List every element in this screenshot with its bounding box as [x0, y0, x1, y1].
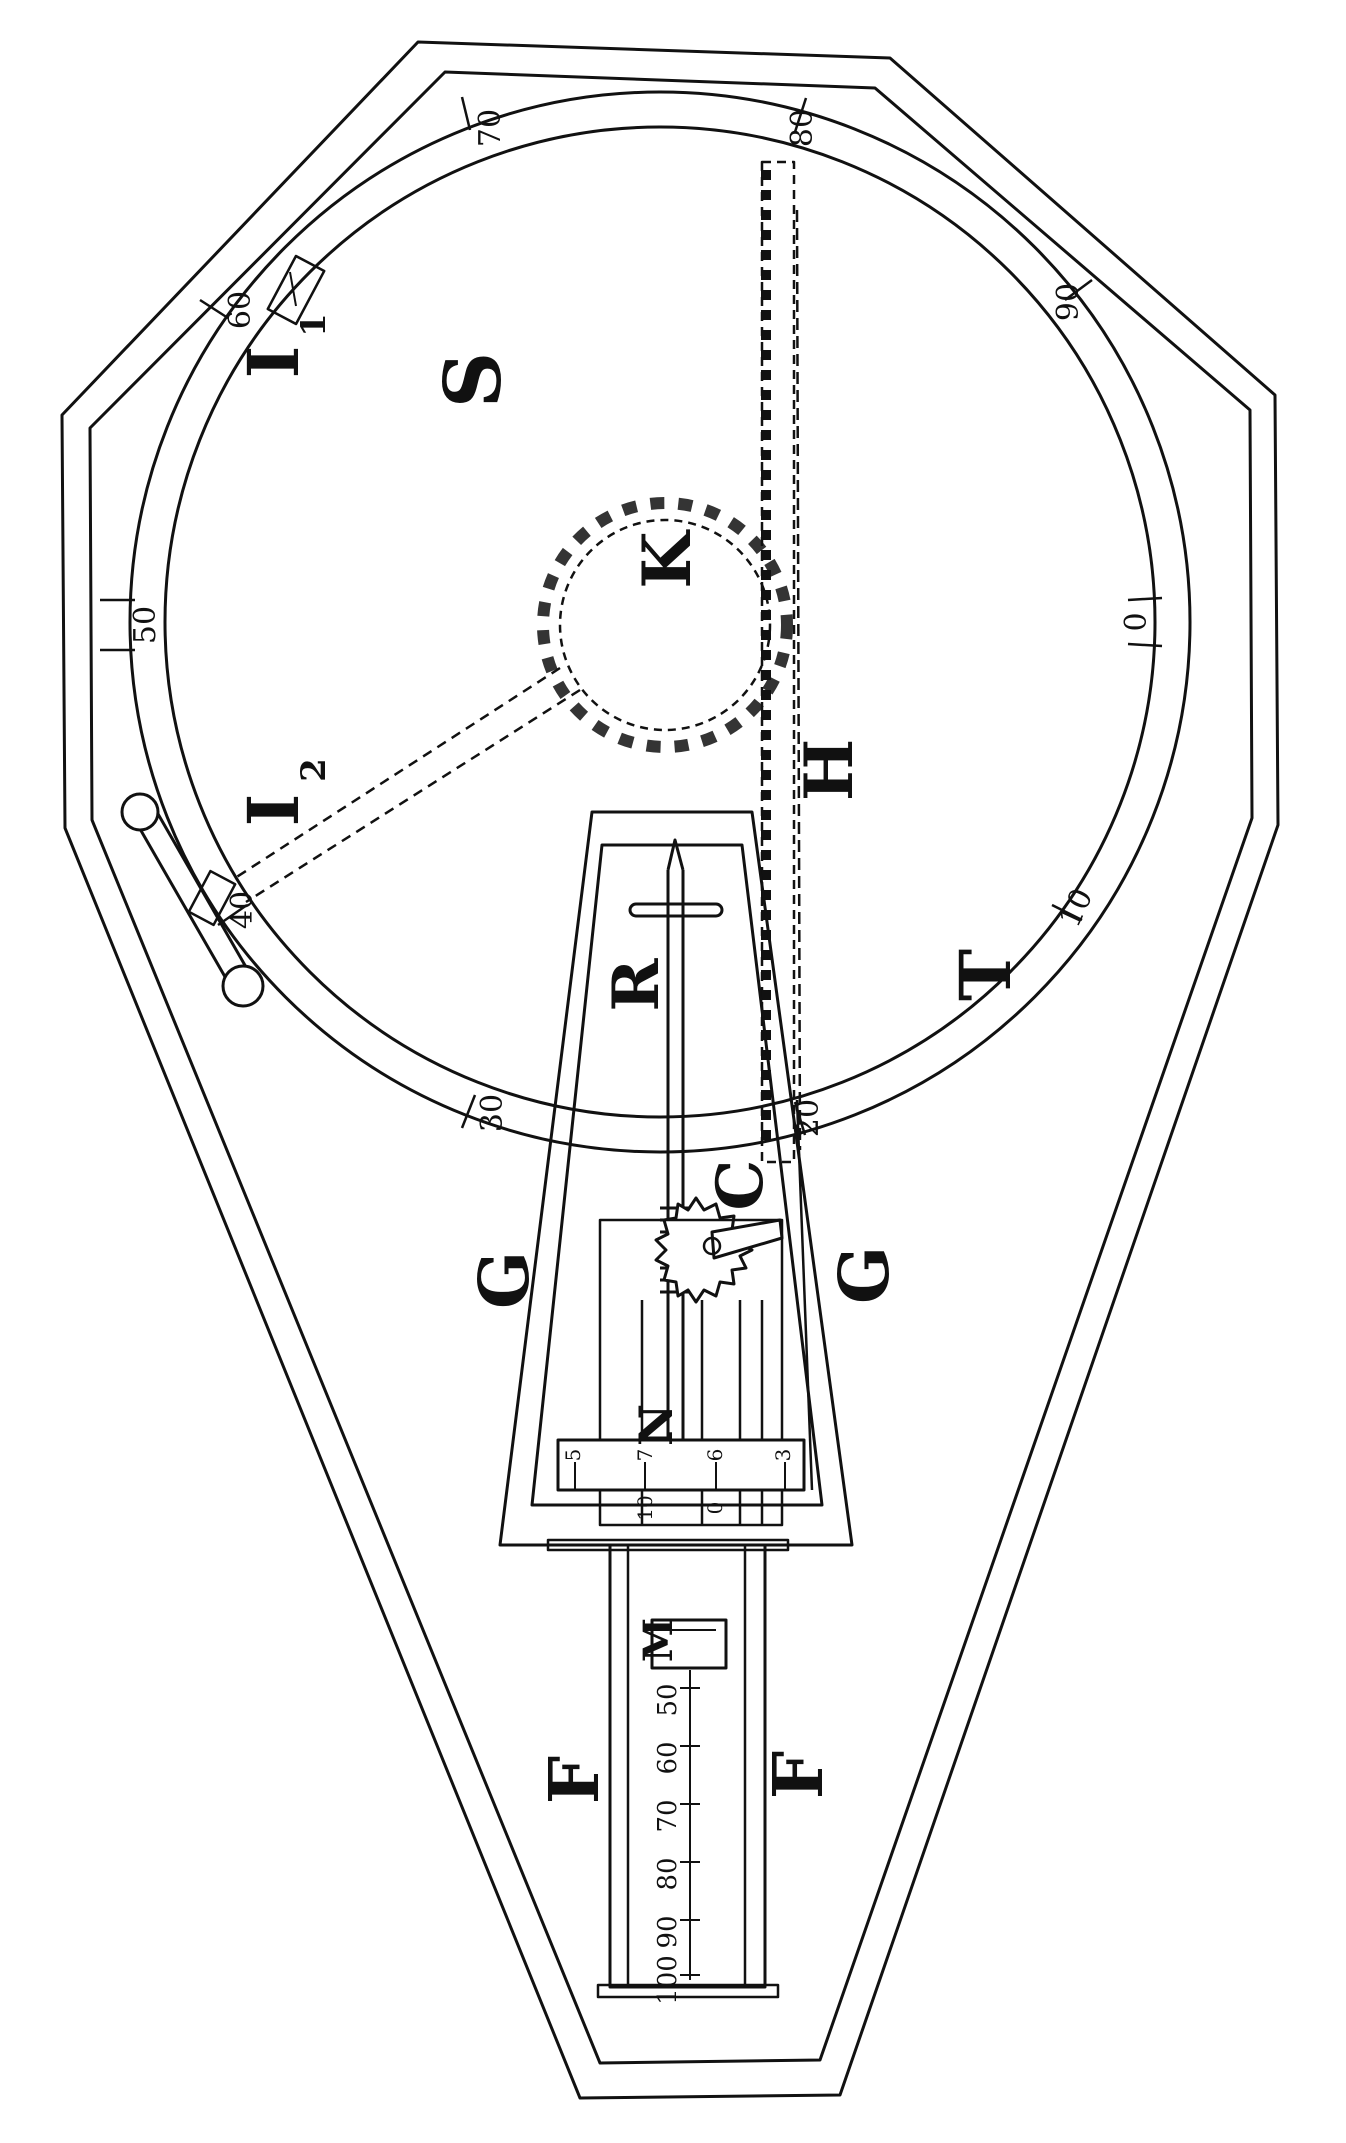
rod-dashed-1 — [231, 666, 561, 882]
gear-K — [558, 518, 772, 732]
label-N: N — [629, 1404, 683, 1446]
dial-tick-30: 30 — [475, 1094, 510, 1132]
dial-scale-numbers: 0 10 20 30 40 50 60 70 80 90 — [128, 109, 1154, 1137]
label-F-right: F — [759, 1751, 839, 1799]
dial-ring-outer — [128, 90, 1192, 1154]
stem-window-M — [650, 1618, 728, 1670]
lever-I2-bar-2 — [148, 799, 252, 975]
gear-C-hub — [702, 1236, 722, 1256]
arm-housing-outer — [498, 810, 854, 1547]
indicator-I1-mark — [289, 271, 297, 307]
mechanism-panel — [598, 1218, 784, 1527]
vernier-mark-4: 3 — [771, 1449, 795, 1462]
rod-dashed-2 — [245, 688, 581, 904]
lever-I2-bar-1 — [126, 807, 230, 983]
label-G-right: G — [825, 1246, 905, 1304]
label-T: T — [944, 949, 1027, 1001]
pointer-R-crossbar — [628, 902, 724, 918]
stem-tick-80: 80 — [653, 1857, 683, 1890]
label-M: M — [635, 1618, 682, 1662]
outer-housing — [60, 40, 1280, 2100]
label-H: H — [790, 739, 868, 801]
vernier-numbers: 5 7 6 3 10 0 — [561, 1449, 795, 1521]
lever-I2-knob-bottom — [221, 964, 265, 1008]
label-I1-sub: 1 — [294, 313, 334, 337]
lever-I2-knob-top — [120, 792, 160, 832]
label-I2: I — [232, 794, 315, 827]
stem-tick-70: 70 — [653, 1799, 683, 1832]
letter-labels: S K H T R C N M G G F F I 1 I 2 — [232, 313, 1027, 1804]
label-I1: I — [232, 346, 315, 379]
rack-H — [760, 160, 796, 1164]
vernier-mark-3: 6 — [703, 1449, 727, 1462]
label-F-left: F — [535, 1756, 615, 1804]
pointer-R-tip — [666, 838, 685, 871]
label-S: S — [428, 352, 519, 408]
label-K: K — [628, 529, 706, 589]
dial-tick-50: 50 — [128, 606, 163, 644]
label-I2-sub: 2 — [294, 758, 334, 782]
arm-housing-inner — [530, 843, 824, 1507]
stem-tick-60: 60 — [653, 1741, 683, 1774]
indicator-I2-box — [187, 869, 237, 927]
outer-housing-inner-edge — [88, 70, 1254, 2065]
dial-tick-90: 90 — [1051, 283, 1086, 321]
indicator-I1-box — [266, 254, 326, 326]
dial-tick-70: 70 — [473, 109, 508, 147]
stem-scale-ticks — [680, 1687, 700, 1976]
cable-diagonal — [795, 1099, 814, 1491]
dial-scale-ticks — [100, 96, 1163, 1136]
rack-H-centerline — [795, 209, 802, 1151]
dial-tick-60: 60 — [223, 291, 258, 329]
label-R: R — [599, 958, 674, 1012]
vernier-mark-1: 5 — [561, 1449, 585, 1462]
stem-scale-numbers: 50 60 70 80 90 100 — [653, 1683, 683, 2004]
vernier-ticks — [574, 1462, 786, 1490]
bottom-cap — [596, 1983, 780, 1999]
stem-tick-50: 50 — [653, 1683, 683, 1716]
dial-tick-40: 40 — [225, 891, 260, 929]
dial-face-S — [163, 125, 1157, 1119]
vernier-mark-2: 7 — [633, 1449, 657, 1462]
stem-housing-F — [608, 1543, 767, 1989]
vernier-bar-N — [556, 1438, 806, 1492]
stem-tick-90: 90 — [653, 1915, 683, 1948]
vernier-mark-5: 10 — [633, 1495, 657, 1520]
gear-K-teeth — [537, 497, 793, 753]
label-C: C — [703, 1160, 778, 1211]
dial-tick-80: 80 — [785, 109, 820, 147]
label-G-left: G — [465, 1251, 545, 1309]
dial-tick-0: 0 — [1119, 612, 1154, 631]
stem-tick-100: 100 — [653, 1955, 683, 2005]
vernier-mark-6: 0 — [703, 1502, 727, 1515]
arm-base-block — [546, 1538, 790, 1552]
